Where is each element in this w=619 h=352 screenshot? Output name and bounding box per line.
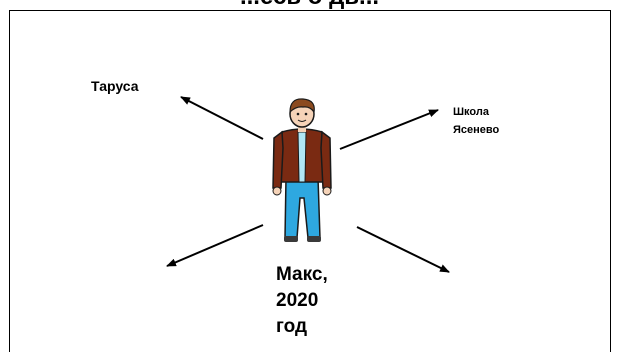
slide-title: ...есь о дв... bbox=[0, 0, 619, 11]
arrow-up-left bbox=[180, 96, 264, 140]
right-arm bbox=[320, 130, 332, 189]
caption: Макс, 2020 год bbox=[276, 262, 328, 340]
shirt bbox=[297, 131, 307, 183]
left-shoe bbox=[284, 236, 298, 242]
slide-frame bbox=[9, 10, 611, 352]
pants bbox=[284, 177, 321, 239]
boy-icon bbox=[272, 98, 332, 242]
right-hand bbox=[322, 186, 332, 196]
caption-line1: Макс, bbox=[276, 264, 328, 285]
caption-line3: год bbox=[276, 316, 308, 337]
left-eye bbox=[296, 112, 300, 116]
right-eye bbox=[304, 112, 308, 116]
arrow-down-left bbox=[166, 224, 264, 267]
label-school-line1: Школа bbox=[453, 106, 489, 118]
left-arm bbox=[272, 130, 284, 189]
label-school-line2: Ясенево bbox=[453, 124, 500, 136]
label-tarusa: Таруса bbox=[91, 78, 139, 94]
mouth bbox=[297, 119, 307, 122]
neck bbox=[298, 124, 306, 132]
hair bbox=[289, 98, 315, 114]
right-shoe bbox=[307, 236, 321, 242]
caption-line2: 2020 bbox=[276, 290, 319, 311]
label-school: Школа Ясенево bbox=[453, 103, 499, 139]
arrow-up-right bbox=[339, 109, 439, 150]
arrow-down-right bbox=[356, 226, 450, 273]
left-hand bbox=[272, 186, 282, 196]
